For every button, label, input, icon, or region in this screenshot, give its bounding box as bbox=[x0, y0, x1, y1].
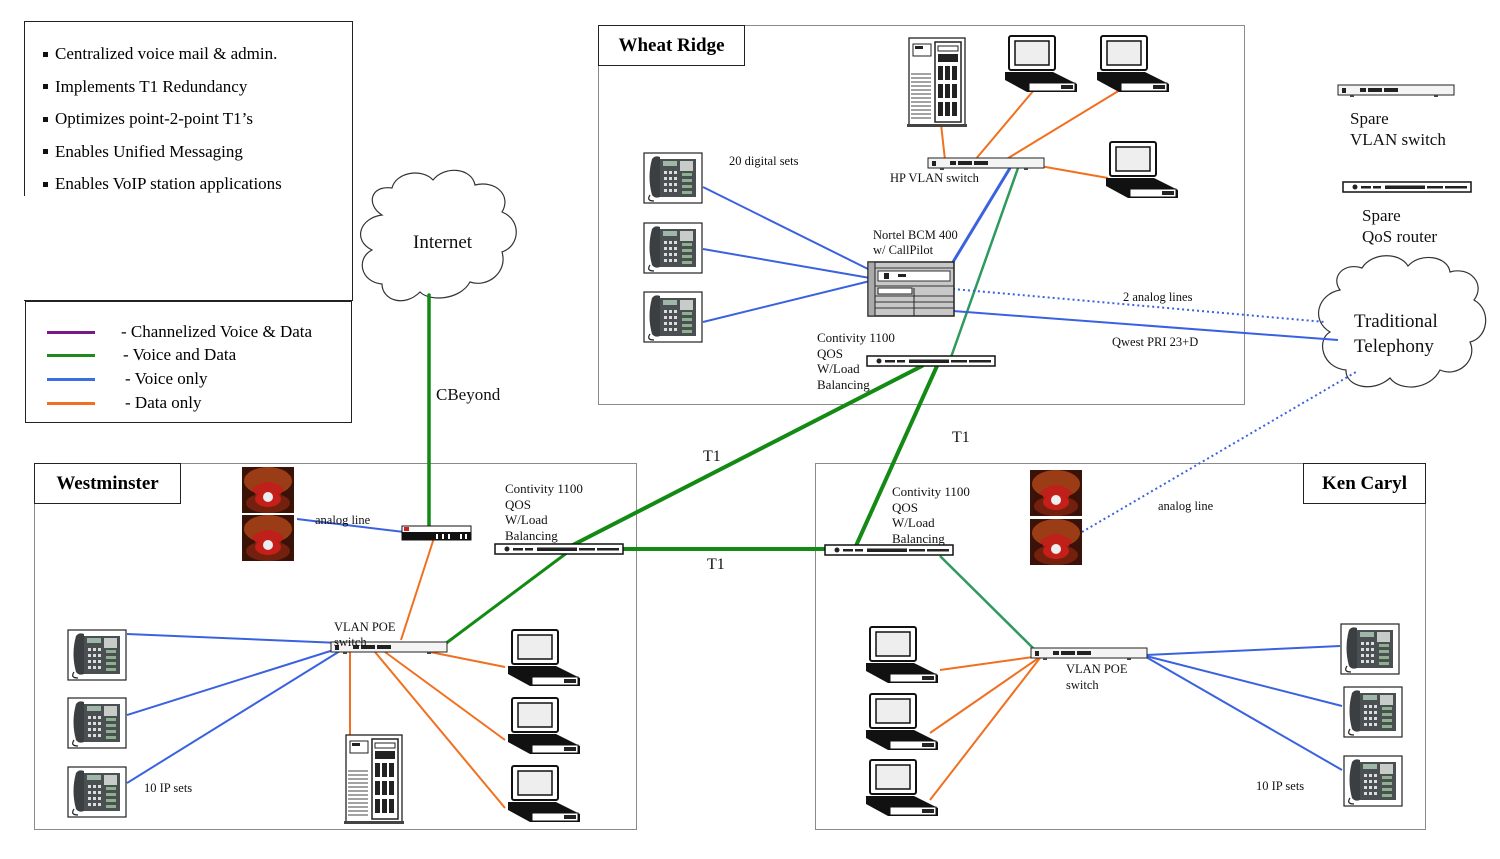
summary-box bbox=[24, 21, 353, 301]
t1-right-link bbox=[853, 364, 939, 550]
t1-lower-label: T1 bbox=[707, 556, 725, 573]
legend-item-data-only: - Data only bbox=[47, 393, 201, 413]
westminster-title: Westminster bbox=[34, 463, 181, 504]
wm-analog-phone-icon-1 bbox=[242, 467, 294, 513]
wr-digital-sets-label: 20 digital sets bbox=[729, 154, 799, 168]
bullet-item: Implements T1 Redundancy bbox=[43, 71, 282, 104]
two-analog-lines-label: 2 analog lines bbox=[1123, 290, 1193, 304]
kc-phone-icon-1 bbox=[1340, 623, 1400, 675]
wr-phone-icon-3 bbox=[643, 291, 703, 343]
kc-analog-phone-icon-1 bbox=[1030, 470, 1082, 516]
legend-item-voice-only: - Voice only bbox=[47, 369, 207, 389]
wm-server-icon bbox=[343, 734, 405, 825]
wm-laptop-icon-3 bbox=[507, 765, 581, 823]
wm-poe-label-1: VLAN POE bbox=[334, 620, 396, 634]
wr-server-icon bbox=[906, 37, 968, 128]
hp-vlan-switch-icon bbox=[927, 157, 1045, 171]
bullet-item: Centralized voice mail & admin. bbox=[43, 38, 282, 71]
wm-laptop-icon-2 bbox=[507, 697, 581, 755]
wm-poe-label-2: switch bbox=[334, 635, 367, 649]
nortel-bcm-icon bbox=[867, 261, 955, 317]
ken-caryl-region bbox=[815, 463, 1426, 830]
internet-cloud bbox=[360, 169, 517, 302]
legend-swatch-blue bbox=[47, 377, 95, 381]
spare-vlan-label-1: Spare bbox=[1350, 109, 1389, 128]
bullet-icon bbox=[43, 51, 48, 57]
qwest-pri-link bbox=[952, 310, 1339, 341]
bullet-item: Enables Unified Messaging bbox=[43, 136, 282, 169]
telephony-cloud bbox=[1318, 255, 1487, 388]
legend-item-voice-data: - Voice and Data bbox=[47, 345, 236, 365]
wm-contivity-router-icon bbox=[494, 543, 624, 555]
wr-laptop-icon-3 bbox=[1105, 141, 1179, 199]
spare-qos-router-icon bbox=[1342, 181, 1472, 193]
kc-ip-sets-label: 10 IP sets bbox=[1256, 779, 1305, 793]
kc-poe-label-1: VLAN POE bbox=[1066, 662, 1128, 676]
westminster-contivity-to-poe bbox=[443, 550, 570, 646]
telephony-label-line2: Telephony bbox=[1354, 336, 1434, 357]
legend-swatch-purple bbox=[47, 330, 95, 334]
kc-poe-switch-icon bbox=[1030, 647, 1148, 661]
hp-switch-to-contivity-link bbox=[948, 167, 1020, 361]
cbeyond-label: CBeyond bbox=[436, 385, 501, 404]
kc-phone-icon-2 bbox=[1343, 686, 1403, 738]
bullet-icon bbox=[43, 181, 48, 187]
kc-laptop-icon-1 bbox=[865, 626, 939, 684]
wm-ip-sets-label: 10 IP sets bbox=[144, 781, 193, 795]
wr-hp-switch-label: HP VLAN switch bbox=[890, 171, 979, 185]
wm-contivity-label: Contivity 1100 QOS W/Load Balancing bbox=[505, 481, 583, 543]
bullet-icon bbox=[43, 116, 48, 122]
two-analog-lines-link bbox=[952, 288, 1326, 323]
qwest-pri-label: Qwest PRI 23+D bbox=[1112, 335, 1199, 349]
bullet-item: Optimizes point-2-point T1’s bbox=[43, 103, 282, 136]
legend-swatch-green bbox=[47, 353, 95, 357]
kc-contivity-label: Contivity 1100 QOS W/Load Balancing bbox=[892, 484, 970, 546]
westminster-region bbox=[34, 463, 637, 830]
wm-analog-phone-icon-2 bbox=[242, 515, 294, 561]
spare-qos-label-2: QoS router bbox=[1362, 227, 1438, 246]
spare-vlan-switch-icon bbox=[1337, 84, 1455, 98]
wr-laptop-icon-2 bbox=[1096, 35, 1170, 93]
summary-box-left-edge bbox=[24, 21, 25, 196]
wm-phone-icon-1 bbox=[67, 629, 127, 681]
wheat-ridge-title: Wheat Ridge bbox=[598, 25, 745, 66]
telephony-label-line1: Traditional bbox=[1354, 311, 1438, 332]
wr-bcm-label-2: w/ CallPilot bbox=[873, 243, 934, 257]
wr-contivity-label: Contivity 1100 QOS W/Load Balancing bbox=[817, 330, 895, 392]
kc-laptop-icon-3 bbox=[865, 759, 939, 817]
wr-bcm-label-1: Nortel BCM 400 bbox=[873, 228, 958, 242]
wr-phone-icon-1 bbox=[643, 152, 703, 204]
ken-caryl-title: Ken Caryl bbox=[1303, 463, 1426, 504]
legend-swatch-orange bbox=[47, 401, 95, 405]
kc-contivity-to-poe-link bbox=[939, 555, 1036, 651]
wm-laptop-icon-1 bbox=[507, 629, 581, 687]
bullet-icon bbox=[43, 149, 48, 155]
wm-phone-icon-3 bbox=[67, 766, 127, 818]
wr-laptop-icon-1 bbox=[1004, 35, 1078, 93]
t1-upper-link bbox=[565, 364, 924, 550]
internet-label: Internet bbox=[413, 232, 473, 253]
kc-analog-phone-icon-2 bbox=[1030, 519, 1082, 565]
legend-item-channelized: - Channelized Voice & Data bbox=[47, 322, 312, 342]
wm-phone-icon-2 bbox=[67, 697, 127, 749]
kc-phone-icon-3 bbox=[1343, 755, 1403, 807]
wr-phone-icon-2 bbox=[643, 222, 703, 274]
wm-edge-router-icon bbox=[401, 525, 472, 541]
kc-analog-line-label: analog line bbox=[1158, 499, 1214, 513]
wan-links bbox=[427, 293, 939, 646]
wm-analog-line-label: analog line bbox=[315, 513, 371, 527]
t1-right-label: T1 bbox=[952, 429, 970, 446]
t1-upper-label: T1 bbox=[703, 448, 721, 465]
kc-contivity-router-icon bbox=[824, 544, 954, 556]
spare-qos-label-1: Spare bbox=[1362, 206, 1401, 225]
bullet-item: Enables VoIP station applications bbox=[43, 168, 282, 201]
bullet-icon bbox=[43, 84, 48, 90]
summary-bullets: Centralized voice mail & admin. Implemen… bbox=[43, 38, 282, 201]
kc-laptop-icon-2 bbox=[865, 693, 939, 751]
spare-vlan-label-2: VLAN switch bbox=[1350, 130, 1446, 149]
kc-analog-line-link bbox=[1081, 371, 1357, 533]
kc-poe-label-2: switch bbox=[1066, 678, 1099, 692]
